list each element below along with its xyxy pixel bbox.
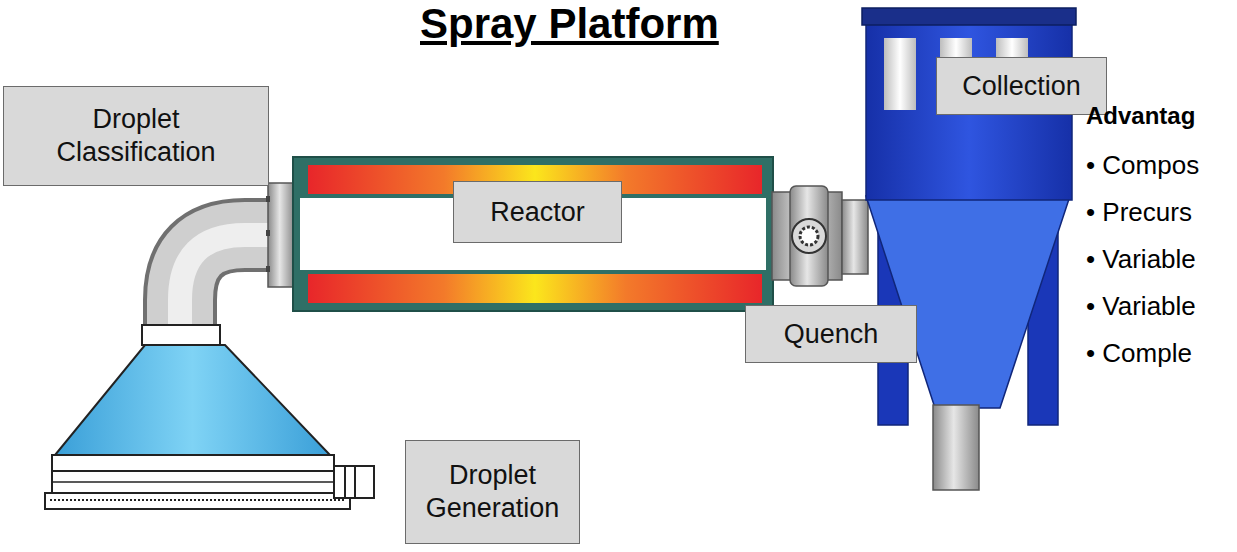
list-heading: Advantag bbox=[1086, 102, 1195, 130]
part-label: Reactor bbox=[490, 196, 585, 229]
part-label: Collection bbox=[962, 70, 1081, 103]
label-box: Quench bbox=[745, 305, 917, 363]
label-box: Droplet Classification bbox=[3, 86, 269, 186]
diagram-title: Spray Platform bbox=[420, 0, 719, 48]
part-label: Droplet Generation bbox=[416, 459, 569, 525]
part-label: Droplet Classification bbox=[14, 103, 258, 169]
label-box: Collection bbox=[936, 57, 1107, 115]
bullet-item: • Variable bbox=[1086, 291, 1196, 322]
bullet-item: • Compos bbox=[1086, 150, 1199, 181]
label-box: Reactor bbox=[453, 181, 622, 243]
part-label: Quench bbox=[784, 318, 879, 351]
bullet-item: • Variable bbox=[1086, 244, 1196, 275]
bullet-item: • Comple bbox=[1086, 338, 1192, 369]
label-box: Droplet Generation bbox=[405, 440, 580, 544]
bullet-item: • Precurs bbox=[1086, 197, 1192, 228]
